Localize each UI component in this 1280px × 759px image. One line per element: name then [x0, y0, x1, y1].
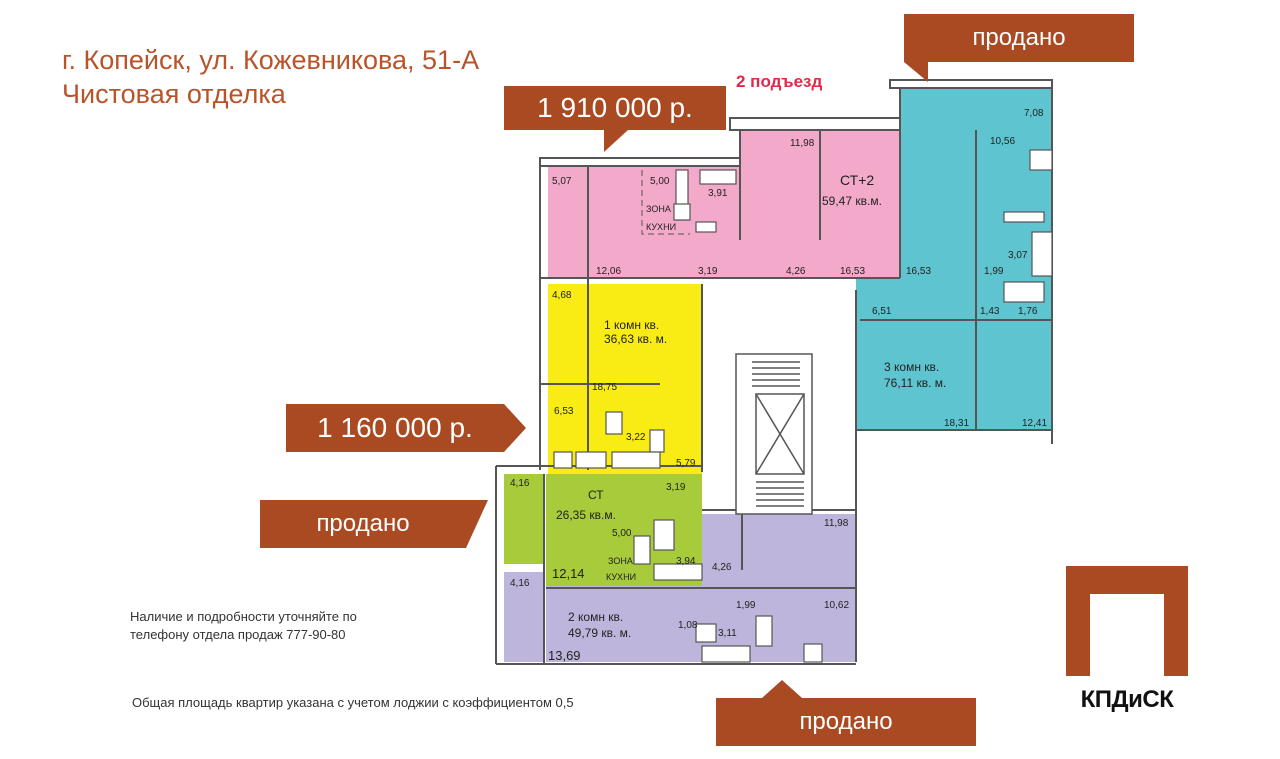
apartment-ct2 — [548, 130, 900, 278]
contact-line-2: телефону отдела продаж 777-90-80 — [130, 627, 346, 642]
price-top-arrow — [604, 130, 628, 152]
contact-note: Наличие и подробности уточняйте по телеф… — [130, 608, 357, 644]
sold-bottom-arrow — [762, 680, 802, 698]
sold-tag-top-text: продано — [972, 24, 1066, 51]
entrance-label: 2 подъезд — [736, 72, 823, 91]
sold-left-arrow — [466, 500, 488, 548]
sold-tag-bottom-text: продано — [799, 708, 893, 735]
logo-text: КПДиСК — [1080, 686, 1174, 713]
fixtures — [553, 149, 1053, 663]
sold-tag-top: продано — [904, 14, 1134, 62]
price-tag-mid: 1 160 000 р. — [286, 404, 504, 452]
pink-balcony — [548, 166, 588, 278]
stairwell — [735, 353, 813, 515]
price-tag-mid-text: 1 160 000 р. — [317, 412, 473, 443]
walls — [495, 79, 1053, 665]
teal-lower — [856, 278, 1052, 430]
price-mid-arrow — [504, 404, 526, 452]
teal-balcony — [900, 86, 1052, 130]
pink-kitchen-zone-outline — [641, 170, 690, 235]
sold-tag-bottom: продано — [716, 698, 976, 746]
finish-title: Чистовая отделка — [62, 79, 286, 109]
contact-line-1: Наличие и подробности уточняйте по — [130, 609, 357, 624]
sold-tag-left: продано — [260, 500, 466, 548]
price-tag-top: 1 910 000 р. — [504, 86, 726, 130]
green-balcony — [504, 474, 544, 564]
logo-text-bg — [1066, 676, 1188, 716]
price-tag-top-text: 1 910 000 р. — [537, 92, 693, 123]
lav-balcony — [504, 572, 544, 662]
apartment-studio — [504, 474, 702, 586]
sold-top-arrow — [904, 62, 928, 82]
logo-white-bar — [1090, 594, 1134, 676]
sold-tag-left-text: продано — [316, 510, 410, 537]
apartment-one — [548, 284, 702, 474]
yellow-main — [588, 284, 702, 474]
lav-upper — [702, 514, 856, 588]
yellow-balcony — [548, 284, 588, 384]
address-title: г. Копейск, ул. Кожевникова, 51-А — [62, 45, 480, 75]
area-note: Общая площадь квартир указана с учетом л… — [132, 695, 574, 710]
